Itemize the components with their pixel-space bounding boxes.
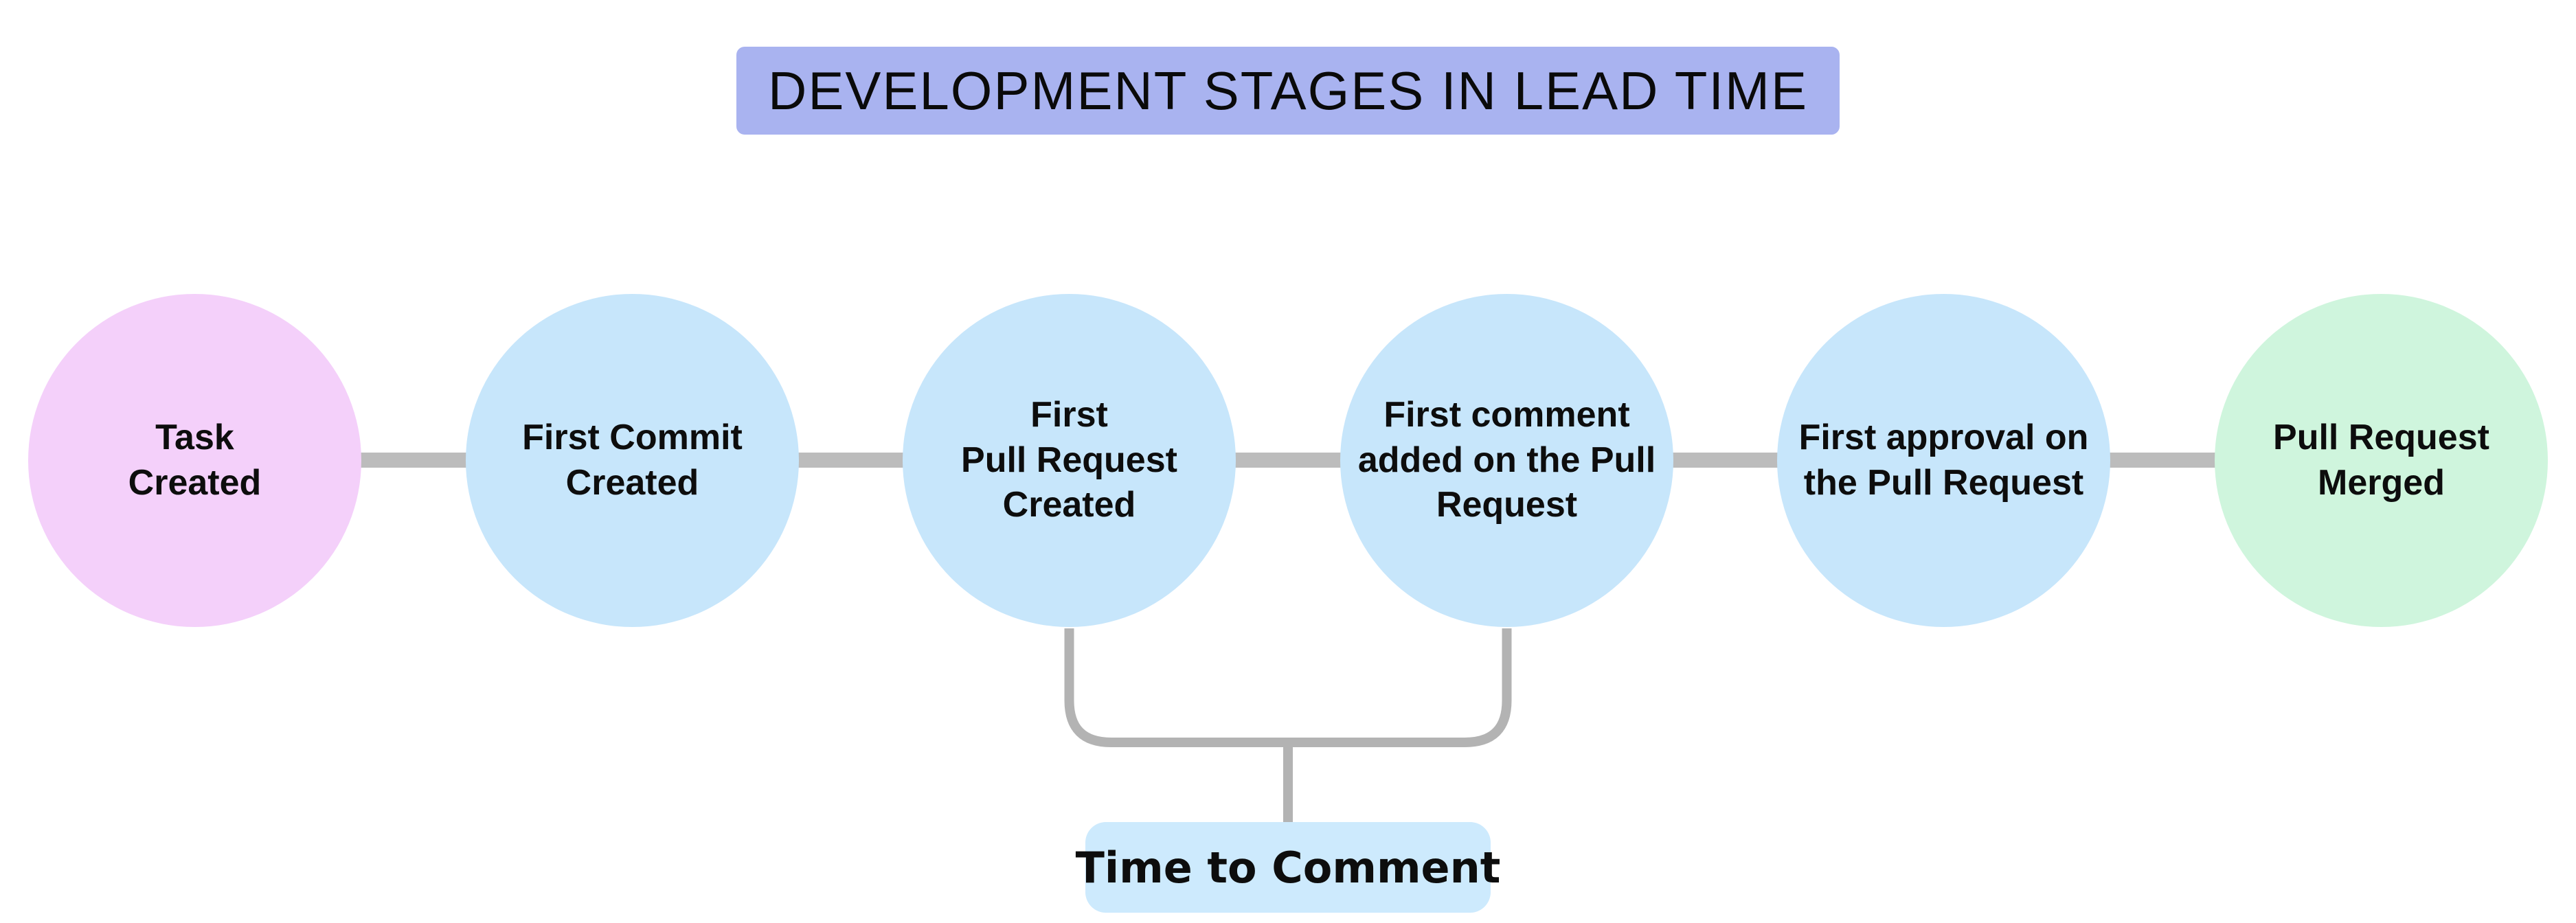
stage-node-first-approval: First approval on the Pull Request bbox=[1777, 294, 2110, 627]
stage-label: Pull Request Merged bbox=[2273, 417, 2489, 503]
stage-node-task-created: Task Created bbox=[28, 294, 361, 627]
stage-label: First comment added on the Pull Request bbox=[1357, 395, 1656, 525]
stage-node-first-pr: First Pull Request Created bbox=[903, 294, 1236, 627]
stage-label: First approval on the Pull Request bbox=[1798, 417, 2089, 503]
page-title: DEVELOPMENT STAGES IN LEAD TIME bbox=[736, 47, 1840, 135]
stage-label: First Pull Request Created bbox=[961, 395, 1177, 525]
time-to-comment-label: Time to Comment bbox=[1076, 822, 1500, 913]
time-to-comment-bracket bbox=[1064, 628, 1512, 822]
stage-label: First Commit Created bbox=[522, 417, 743, 503]
stage-node-first-comment: First comment added on the Pull Request bbox=[1340, 294, 1673, 627]
stage-label: Task Created bbox=[128, 417, 262, 503]
bracket-curve bbox=[1064, 628, 1512, 747]
stage-node-pr-merged: Pull Request Merged bbox=[2215, 294, 2548, 627]
stage-node-first-commit: First Commit Created bbox=[466, 294, 799, 627]
